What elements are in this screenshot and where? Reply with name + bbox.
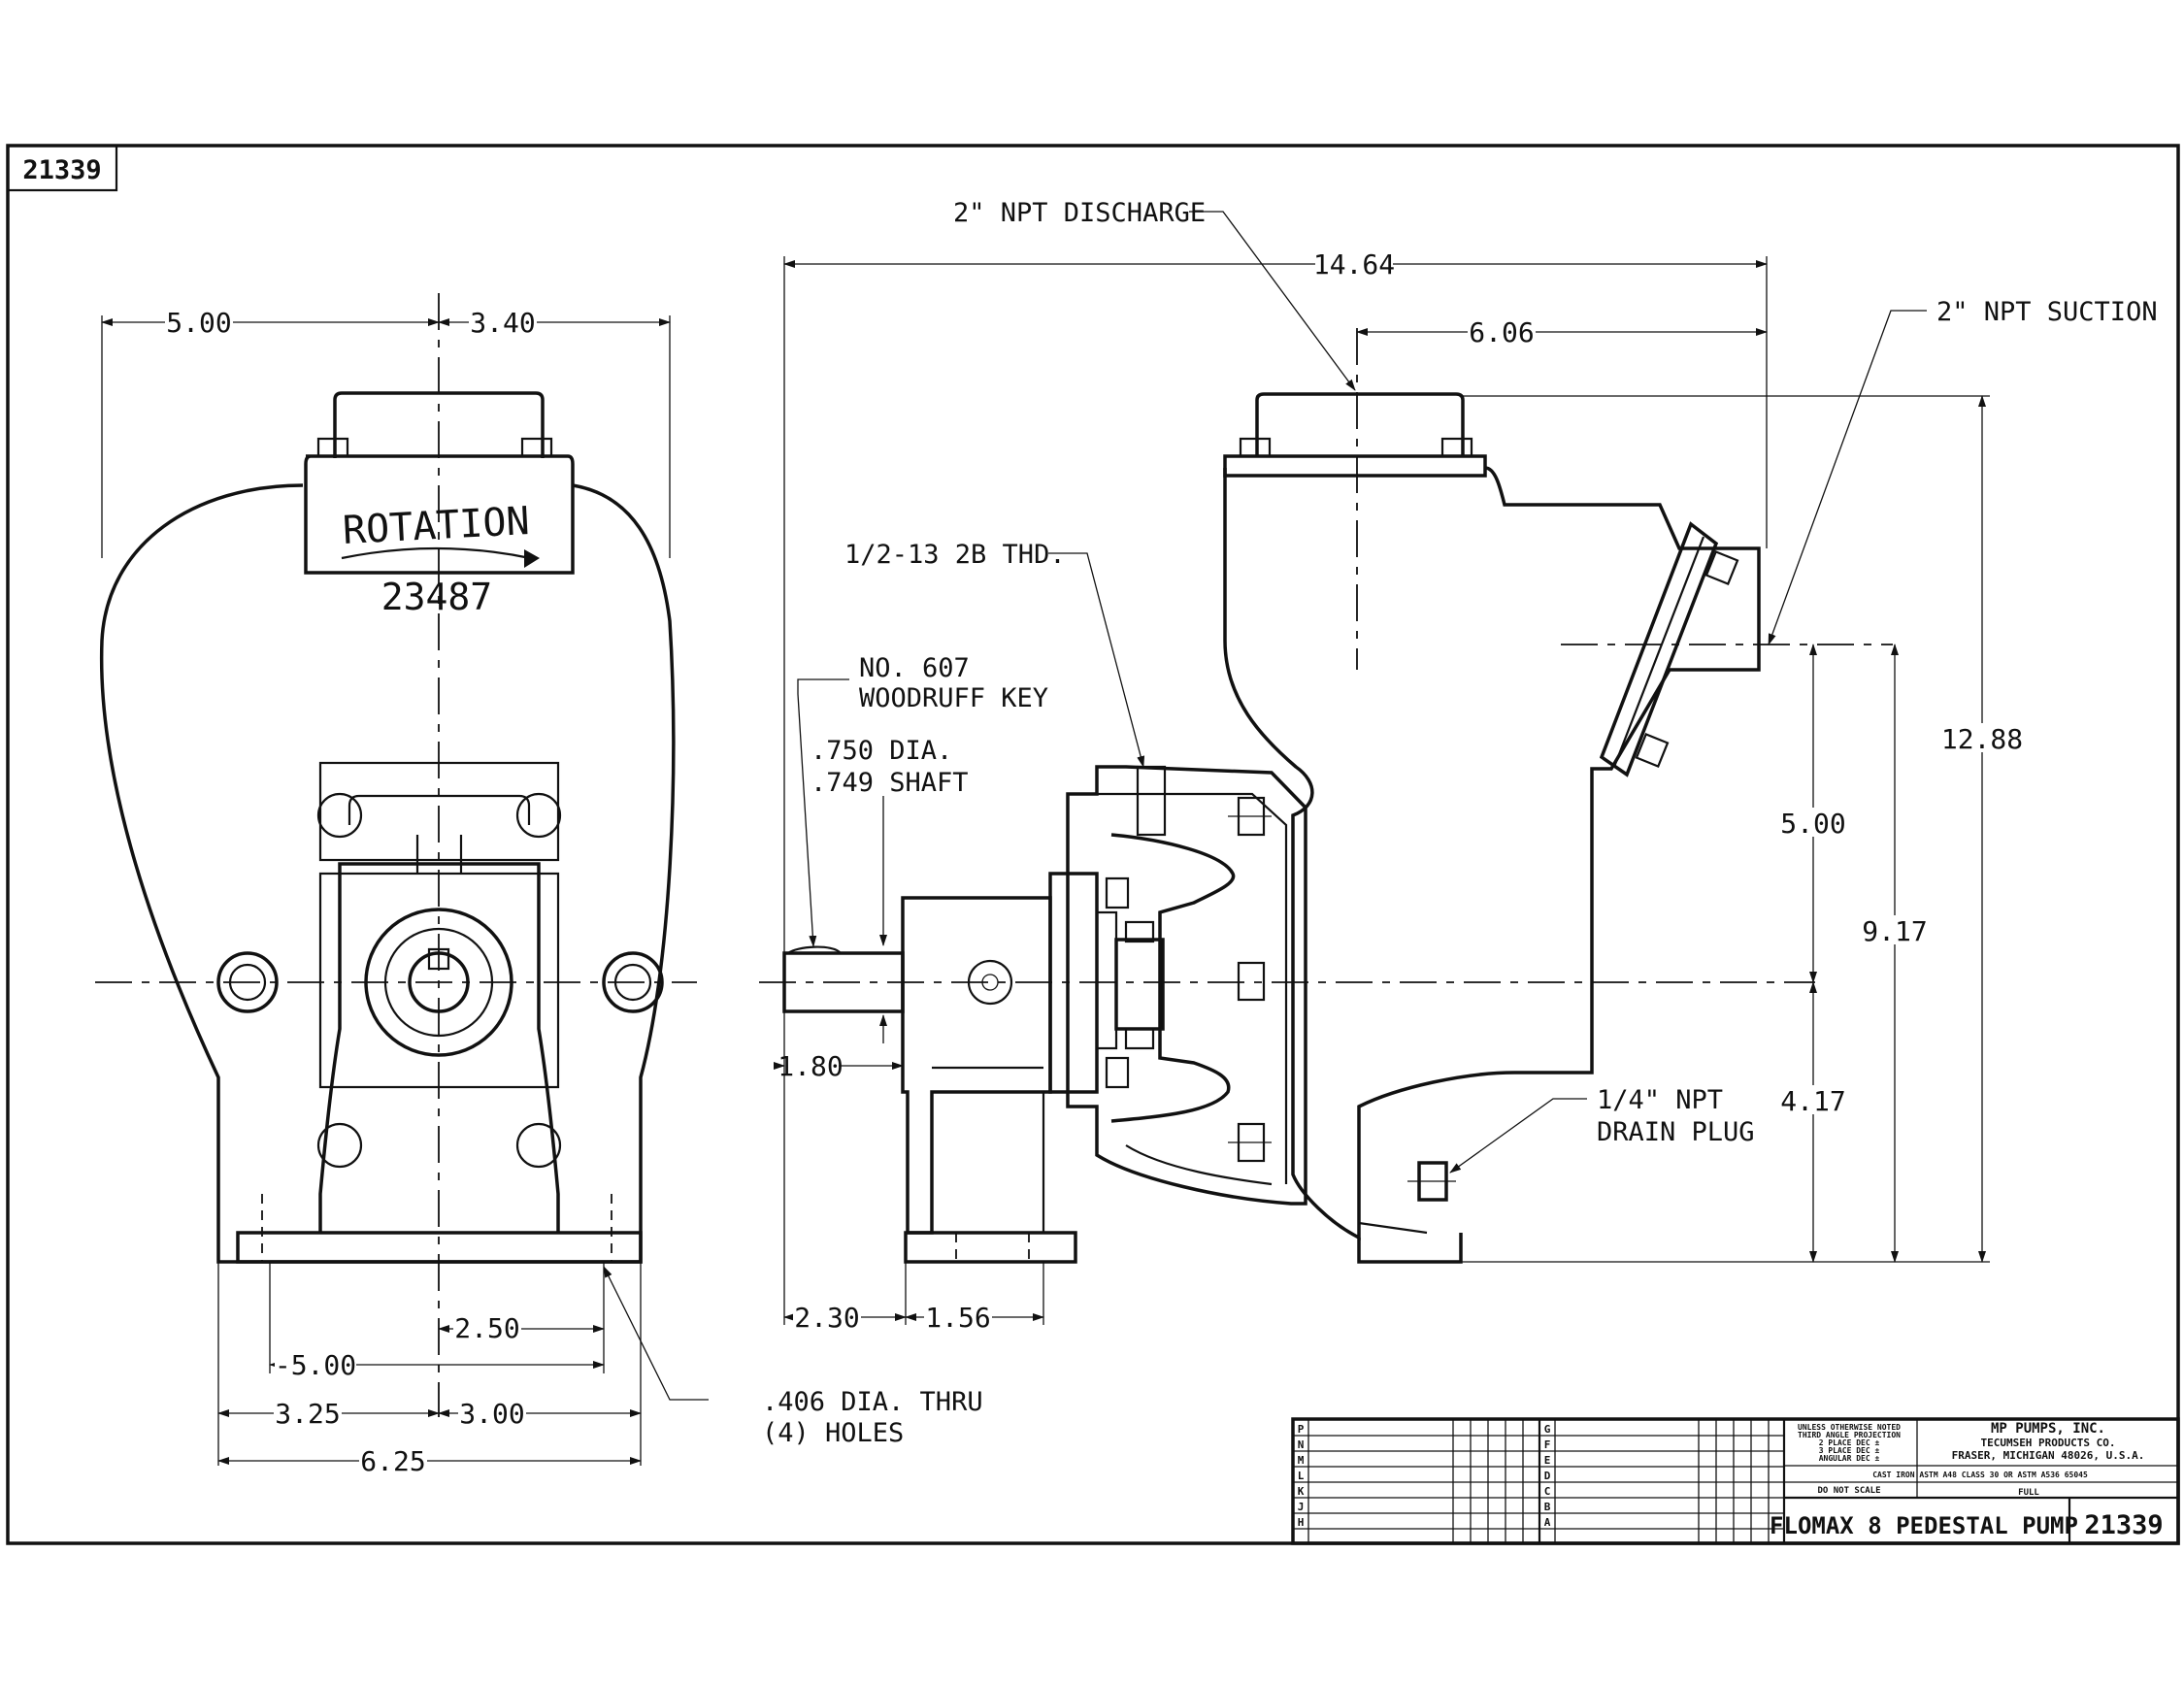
- rev-right-3: D: [1544, 1470, 1551, 1482]
- rev-right-6: A: [1544, 1516, 1551, 1529]
- tolerance-line-0: UNLESS OTHERWISE NOTED: [1798, 1423, 1901, 1432]
- rotation-label: ROTATION: [342, 499, 531, 553]
- material-spec: CAST IRON ASTM A48 CLASS 30 OR ASTM A536…: [1872, 1471, 2088, 1479]
- impeller-hub: [1114, 938, 1165, 1031]
- suction-flange: [1599, 521, 1739, 777]
- dim-overall-length: 14.64: [1313, 248, 1395, 281]
- drawing-number-top: 21339: [22, 155, 101, 185]
- tolerance-line-2: 2 PLACE DEC ±: [1819, 1438, 1880, 1447]
- dim-shaft-height: 4.17: [1780, 1085, 1845, 1117]
- callout-drain-line2: DRAIN PLUG: [1597, 1117, 1755, 1147]
- dim-width-left: 5.00: [166, 307, 231, 339]
- dim-bolt-half: 2.50: [454, 1312, 519, 1344]
- drain-plug: [1407, 1161, 1456, 1202]
- company-name: MP PUMPS, INC.: [1991, 1421, 2105, 1437]
- rev-left-1: N: [1298, 1438, 1305, 1451]
- shaft: [782, 945, 905, 1013]
- dim-base-left: 3.25: [275, 1398, 340, 1430]
- rev-left-3: L: [1298, 1470, 1305, 1482]
- dim-suction-from-base: 9.17: [1862, 915, 1927, 947]
- dim-base-offset: 2.30: [794, 1302, 859, 1334]
- rotation-arrow-icon: [341, 546, 531, 560]
- side-view: 14.64 6.06 12.88 9.17 5.00 4.17 1.80 2.3…: [759, 198, 2158, 1334]
- title-block: P N M L K J H G F E D C B A UNLESS OTHER…: [1291, 1417, 2180, 1545]
- bearing-housing: [901, 872, 1130, 1264]
- keyway: [427, 947, 450, 971]
- callout-shaft-line2: .749 SHAFT: [811, 768, 969, 798]
- hole-callout-line2: (4) HOLES: [762, 1418, 904, 1448]
- dim-width-right: 3.40: [470, 307, 535, 339]
- rev-right-1: F: [1544, 1438, 1551, 1451]
- drawing-number-box: 21339: [6, 144, 118, 192]
- dim-foot-width: 1.56: [925, 1302, 990, 1334]
- dim-suction-height: 5.00: [1780, 808, 1845, 840]
- rev-left-5: J: [1298, 1501, 1305, 1513]
- rev-right-2: E: [1544, 1454, 1551, 1467]
- callout-key-line2: WOODRUFF KEY: [859, 683, 1048, 713]
- pedestal-frame: [236, 761, 643, 1264]
- do-not-scale: DO NOT SCALE: [1817, 1486, 1880, 1496]
- callout-thread: 1/2-13 2B THD.: [844, 540, 1066, 570]
- drawing-number-title: 21339: [2084, 1510, 2163, 1540]
- tolerance-line-1: THIRD ANGLE PROJECTION: [1798, 1431, 1901, 1439]
- company-address: FRASER, MICHIGAN 48026, U.S.A.: [1952, 1449, 2145, 1462]
- dim-discharge-offset: 6.06: [1469, 316, 1534, 348]
- volute-outline: [99, 483, 676, 1264]
- dim-overall-height: 12.88: [1941, 723, 2023, 755]
- callout-shaft-line1: .750 DIA.: [811, 736, 952, 766]
- end-view: ROTATION 23487: [95, 293, 983, 1477]
- rev-left-4: K: [1298, 1485, 1305, 1498]
- rev-left-6: H: [1298, 1516, 1305, 1529]
- rev-right-0: G: [1544, 1423, 1551, 1436]
- dim-base-total: 6.25: [360, 1445, 425, 1477]
- callout-discharge: 2" NPT DISCHARGE: [953, 198, 1206, 228]
- rev-left-2: M: [1298, 1454, 1305, 1467]
- dim-shaft-extension: 1.80: [778, 1050, 843, 1082]
- scale-value: FULL: [2018, 1488, 2039, 1498]
- company-division: TECUMSEH PRODUCTS CO.: [1980, 1437, 2115, 1449]
- callout-drain-line1: 1/4" NPT: [1597, 1085, 1723, 1115]
- dim-bolt-span: -5.00: [275, 1349, 356, 1381]
- volute-body: [1223, 466, 1761, 1240]
- callout-key-line1: NO. 607: [859, 653, 970, 683]
- drawing-title: FLOMAX 8 PEDESTAL PUMP: [1770, 1512, 2078, 1539]
- cover-plate: [304, 391, 575, 575]
- tolerance-line-4: ANGULAR DEC ±: [1819, 1454, 1880, 1463]
- tolerance-line-3: 3 PLACE DEC ±: [1819, 1446, 1880, 1455]
- part-number: 23487: [381, 576, 492, 618]
- sheet-border: [6, 144, 2180, 1545]
- hole-callout-line1: .406 DIA. THRU: [762, 1387, 983, 1417]
- rev-left-0: P: [1298, 1423, 1305, 1436]
- rev-right-5: B: [1544, 1501, 1551, 1513]
- hub-outer: [364, 908, 513, 1057]
- callout-suction: 2" NPT SUCTION: [1936, 297, 2158, 327]
- shaft-end: [408, 951, 470, 1013]
- volute-bosses: [216, 792, 664, 1169]
- back-cover: [1066, 765, 1307, 1206]
- discharge-cover: [1223, 392, 1487, 478]
- dim-base-right: 3.00: [459, 1398, 524, 1430]
- rev-right-4: C: [1544, 1485, 1551, 1498]
